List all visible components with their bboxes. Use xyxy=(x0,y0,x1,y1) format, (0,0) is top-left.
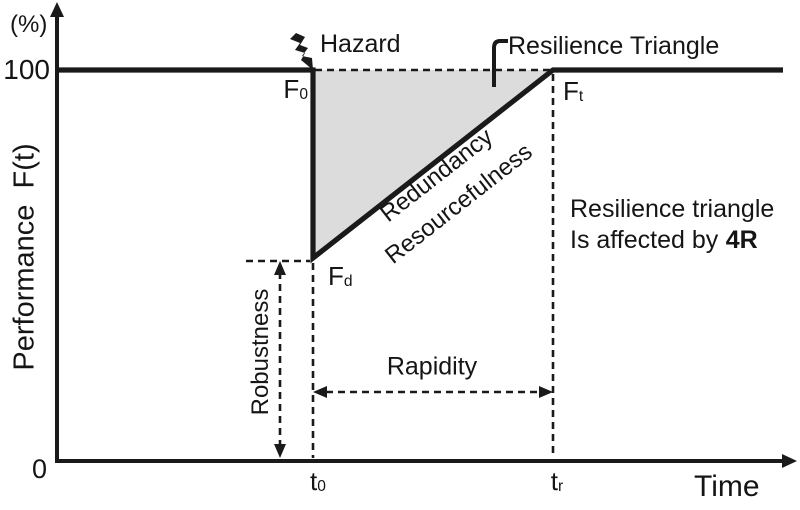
y-axis-label: Performance F(t) xyxy=(8,143,41,371)
hazard-label: Hazard xyxy=(320,30,401,58)
y-axis-unit: (%) xyxy=(10,11,48,38)
robustness-arrowhead-down xyxy=(274,444,286,458)
x-tick-tr: tr xyxy=(550,466,564,496)
hazard-lightning-icon xyxy=(290,33,313,70)
x-tick-t0: t0 xyxy=(310,466,326,496)
rapidity-arrow xyxy=(313,386,553,398)
resilience-triangle-label: Resilience Triangle xyxy=(508,32,720,60)
rapidity-arrowhead-left xyxy=(313,386,327,398)
four-r-bold: 4R xyxy=(725,226,758,254)
robustness-label: Robustness xyxy=(247,288,274,416)
y-axis-arrowhead xyxy=(50,2,64,17)
x-axis xyxy=(55,454,797,468)
rapidity-arrowhead-right xyxy=(539,386,553,398)
ft-label: Ft xyxy=(563,76,584,106)
x-axis-arrowhead xyxy=(782,454,797,468)
performance-curve xyxy=(57,67,783,264)
y-tick-100: 100 xyxy=(3,54,50,85)
robustness-arrow xyxy=(274,261,286,458)
rapidity-label: Rapidity xyxy=(386,352,478,381)
x-axis-label: Time xyxy=(694,470,760,503)
robustness-arrowhead-up xyxy=(274,261,286,275)
origin-label: 0 xyxy=(32,454,48,484)
four-r-note-line1: Resilience triangle xyxy=(570,195,775,223)
f0-label: F0 xyxy=(283,74,308,104)
triangle-pointer-bracket-icon xyxy=(492,39,508,87)
y-axis xyxy=(50,2,64,461)
fd-label: Fd xyxy=(328,261,353,291)
